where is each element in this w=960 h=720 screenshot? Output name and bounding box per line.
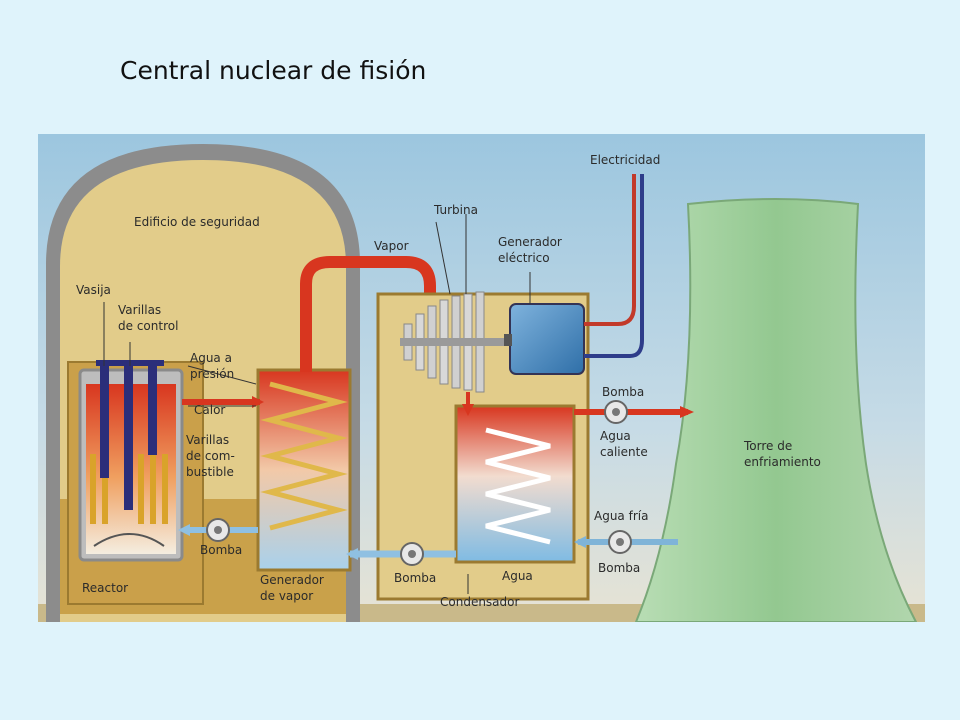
recirculation-arrow (93, 533, 165, 547)
label-agua-fria: Agua fría (594, 509, 648, 523)
nuclear-plant-diagram: Edificio de seguridad Vasija Varillas de… (38, 134, 925, 622)
label-varillas-comb-2: de com- (186, 449, 235, 463)
label-vasija: Vasija (76, 283, 111, 297)
cable-blue (584, 174, 644, 358)
label-generador-vapor-1: Generador (260, 573, 324, 587)
label-condensador: Condensador (440, 595, 519, 609)
label-torre-2: enfriamiento (744, 455, 821, 469)
steam-generator-coil (260, 381, 348, 531)
label-generador-vapor-2: de vapor (260, 589, 313, 603)
fuel-rods (90, 454, 168, 524)
cable-red (584, 174, 636, 326)
leader-lines (103, 214, 531, 594)
label-bomba-condensador: Bomba (394, 571, 436, 585)
turbine-icon (400, 291, 510, 393)
label-bomba-fria: Bomba (598, 561, 640, 575)
label-agua-caliente-1: Agua (600, 429, 631, 443)
condenser-coil (485, 427, 551, 545)
label-bomba-reactor: Bomba (200, 543, 242, 557)
label-edificio: Edificio de seguridad (134, 215, 260, 229)
label-generador-elec-1: Generador (498, 235, 562, 249)
label-varillas-control-1: Varillas (118, 303, 161, 317)
slide-title: Central nuclear de fisión (120, 56, 427, 85)
label-generador-elec-2: eléctrico (498, 251, 550, 265)
label-torre-1: Torre de (743, 439, 792, 453)
label-agua-presion-2: presión (190, 367, 234, 381)
condenser (454, 404, 576, 564)
label-varillas-control-2: de control (118, 319, 178, 333)
label-agua: Agua (502, 569, 533, 583)
label-reactor: Reactor (82, 581, 128, 595)
electric-generator-icon (509, 303, 585, 375)
label-vapor: Vapor (374, 239, 409, 253)
label-calor: Calor (194, 403, 225, 417)
label-agua-presion-1: Agua a (190, 351, 232, 365)
label-turbina: Turbina (433, 203, 478, 217)
label-electricidad: Electricidad (590, 153, 660, 167)
label-bomba-caliente: Bomba (602, 385, 644, 399)
steam-pipe (300, 256, 436, 372)
label-agua-caliente-2: caliente (600, 445, 648, 459)
label-varillas-comb-3: bustible (186, 465, 234, 479)
label-varillas-comb-1: Varillas (186, 433, 229, 447)
